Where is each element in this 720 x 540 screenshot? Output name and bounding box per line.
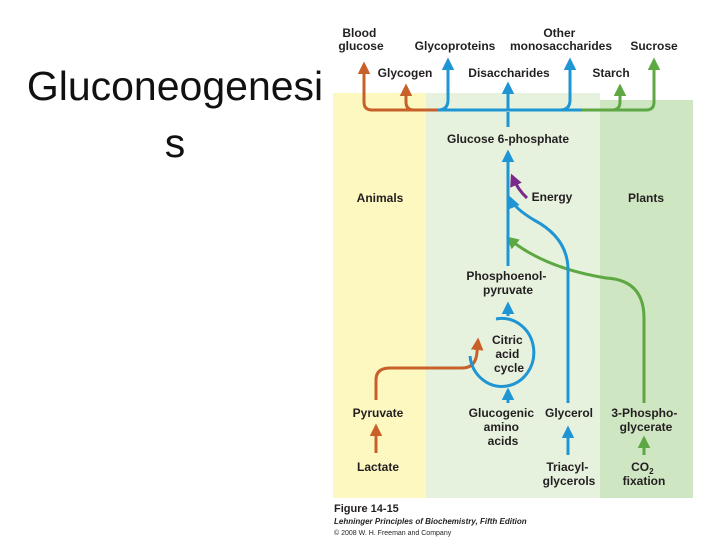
phosphoglycerate-to-gluconeogenesis-arrow (506, 236, 646, 403)
animal-pathways (357, 61, 484, 453)
lactate-label: Lactate (357, 460, 399, 474)
other-monosaccharides-label: Other monosaccharides (510, 26, 612, 53)
glycogen-label: Glycogen (378, 66, 433, 80)
pyruvate-label: Pyruvate (353, 406, 404, 420)
co2-fixation-label: CO2 fixation (623, 460, 666, 488)
citric-acid-cycle-label: Citric acid cycle (492, 333, 526, 375)
phosphoenolpyruvate-label: Phosphoenol- pyruvate (466, 269, 549, 297)
animal-glucose-output-arrow (357, 61, 440, 112)
figure-caption-source: Lehninger Principles of Biochemistry, Fi… (334, 517, 527, 526)
plants-region-label: Plants (628, 191, 664, 205)
plant-glucose-output-arrow (580, 57, 661, 112)
glycoproteins-arrow (437, 57, 455, 112)
glycerol-label: Glycerol (545, 406, 593, 420)
glycoproteins-label: Glycoproteins (415, 39, 496, 53)
animal-glycogen-arrow (399, 83, 415, 112)
figure-caption-copyright: © 2008 W. H. Freeman and Company (334, 529, 452, 537)
citric-acid-cycle-ring (468, 316, 536, 388)
slide-title-line-1: Gluconeogenesi (26, 63, 324, 109)
pyruvate-to-cycle-arrow (374, 337, 484, 400)
glucose-6-phosphate-label: Glucose 6-phosphate (447, 132, 569, 146)
three-phosphoglycerate-label: 3-Phospho- glycerate (611, 406, 680, 434)
plant-pathways (506, 57, 661, 455)
figure-caption-title: Figure 14-15 (334, 503, 399, 515)
plant-region (600, 100, 693, 498)
common-pathways (437, 57, 582, 455)
animal-region (333, 93, 426, 498)
energy-input-arrow (510, 173, 529, 200)
slide-title-line-2: s (164, 120, 186, 166)
triacylglycerols-label: Triacyl- glycerols (543, 460, 596, 488)
starch-label: Starch (592, 66, 629, 80)
energy-label: Energy (532, 190, 573, 204)
sucrose-label: Sucrose (630, 39, 678, 53)
blood-glucose-label: Blood glucose (338, 26, 384, 53)
plant-starch-arrow (611, 83, 627, 112)
other-monosaccharides-arrow (559, 57, 577, 112)
slide-title: Gluconeogenesi s (14, 58, 336, 172)
glucogenic-amino-acids-label: Glucogenic amino acids (469, 406, 538, 448)
disaccharides-label: Disaccharides (468, 66, 550, 80)
animals-region-label: Animals (357, 191, 404, 205)
glycerol-to-gluconeogenesis-arrow (507, 195, 570, 403)
